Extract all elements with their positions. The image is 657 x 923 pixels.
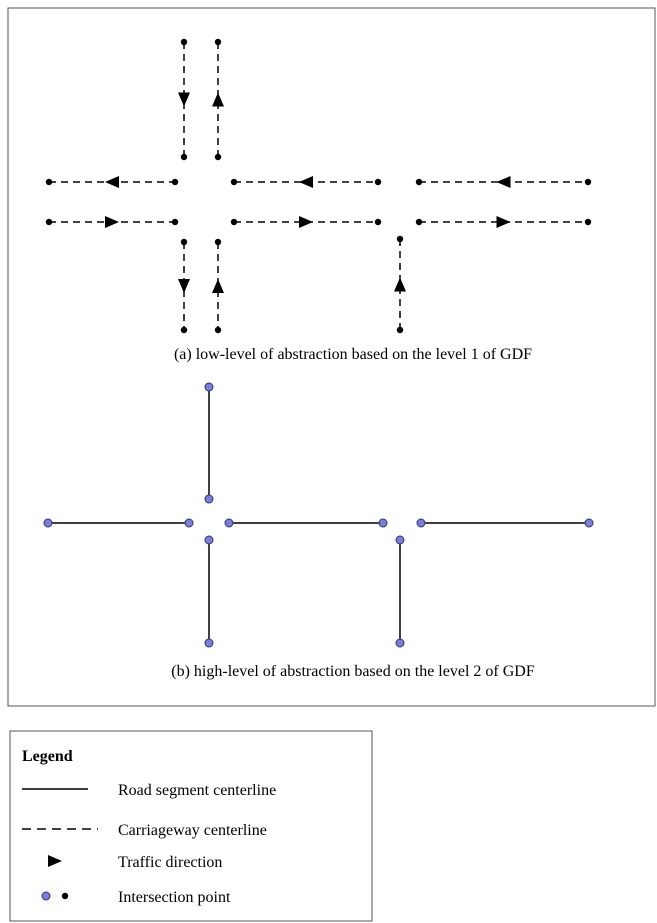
road-node-1-start — [43, 518, 53, 528]
carriageway-node-10-start — [396, 235, 404, 243]
road-node-0-end — [204, 494, 214, 504]
traffic-direction-arrow-7 — [496, 216, 511, 228]
traffic-direction-arrow-8 — [178, 279, 190, 293]
carriageway-node-7-start — [415, 218, 423, 226]
diagram-frame — [7, 7, 656, 707]
traffic-direction-arrows — [105, 92, 511, 293]
black-intersection-point-icon — [61, 892, 69, 900]
carriageway-node-5-start — [230, 218, 238, 226]
road-node-2-start — [224, 518, 234, 528]
carriageway-node-6-start — [415, 178, 423, 186]
legend-box — [9, 730, 373, 922]
carriageway-node-4-start — [230, 178, 238, 186]
panel-a-caption: (a) low-level of abstraction based on th… — [174, 346, 532, 363]
traffic-direction-arrow-2 — [105, 176, 119, 188]
traffic-direction-arrow-icon — [48, 855, 62, 867]
carriageway-node-6-end — [584, 178, 592, 186]
carriageway-node-7-end — [584, 218, 592, 226]
carriageway-node-0-end — [180, 153, 188, 161]
carriageway-node-1-end — [214, 153, 222, 161]
panel-a-carriageway-network: (a) low-level of abstraction based on th… — [45, 38, 592, 363]
legend-label-intersection-point: Intersection point — [118, 889, 231, 906]
carriageway-intersection-points — [45, 38, 592, 334]
carriageway-node-9-start — [214, 238, 222, 246]
carriageway-node-2-start — [45, 178, 53, 186]
traffic-direction-arrow-1 — [212, 92, 224, 107]
carriageway-node-8-start — [180, 238, 188, 246]
carriageway-node-0-start — [180, 38, 188, 46]
road-node-5-start — [395, 535, 405, 545]
traffic-direction-arrow-0 — [178, 92, 190, 107]
panel-b-caption: (b) high-level of abstraction based on t… — [171, 663, 535, 680]
traffic-direction-arrow-10 — [394, 277, 406, 292]
carriageway-node-3-end — [171, 218, 179, 226]
road-node-4-start — [204, 535, 214, 545]
road-node-3-end — [584, 518, 594, 528]
panel-b-road-segment-network: (b) high-level of abstraction based on t… — [43, 382, 594, 680]
carriageway-node-1-start — [214, 38, 222, 46]
legend-label-carriageway: Carriageway centerline — [118, 822, 267, 839]
legend: Legend Road segment centerline Carriagew… — [9, 730, 373, 922]
carriageway-node-2-end — [171, 178, 179, 186]
road-node-1-end — [184, 518, 194, 528]
carriageway-node-10-end — [396, 326, 404, 334]
carriageway-node-5-end — [374, 218, 382, 226]
carriageway-node-9-end — [214, 326, 222, 334]
road-node-5-end — [395, 638, 405, 648]
traffic-direction-arrow-5 — [299, 216, 313, 228]
carriageway-node-3-start — [45, 218, 53, 226]
road-intersection-points — [43, 382, 594, 648]
legend-label-traffic-direction: Traffic direction — [118, 854, 222, 871]
carriageway-node-4-end — [374, 178, 382, 186]
legend-title: Legend — [22, 748, 73, 765]
traffic-direction-arrow-4 — [299, 176, 313, 188]
legend-label-road-segment: Road segment centerline — [118, 782, 276, 799]
traffic-direction-arrow-3 — [105, 216, 119, 228]
road-node-4-end — [204, 638, 214, 648]
traffic-direction-arrow-9 — [212, 279, 224, 293]
road-node-3-start — [416, 518, 426, 528]
blue-intersection-point-icon — [41, 891, 51, 901]
carriageway-node-8-end — [180, 326, 188, 334]
road-segment-lines — [48, 387, 589, 643]
road-node-0-start — [204, 382, 214, 392]
traffic-direction-arrow-6 — [496, 176, 511, 188]
road-node-2-end — [378, 518, 388, 528]
